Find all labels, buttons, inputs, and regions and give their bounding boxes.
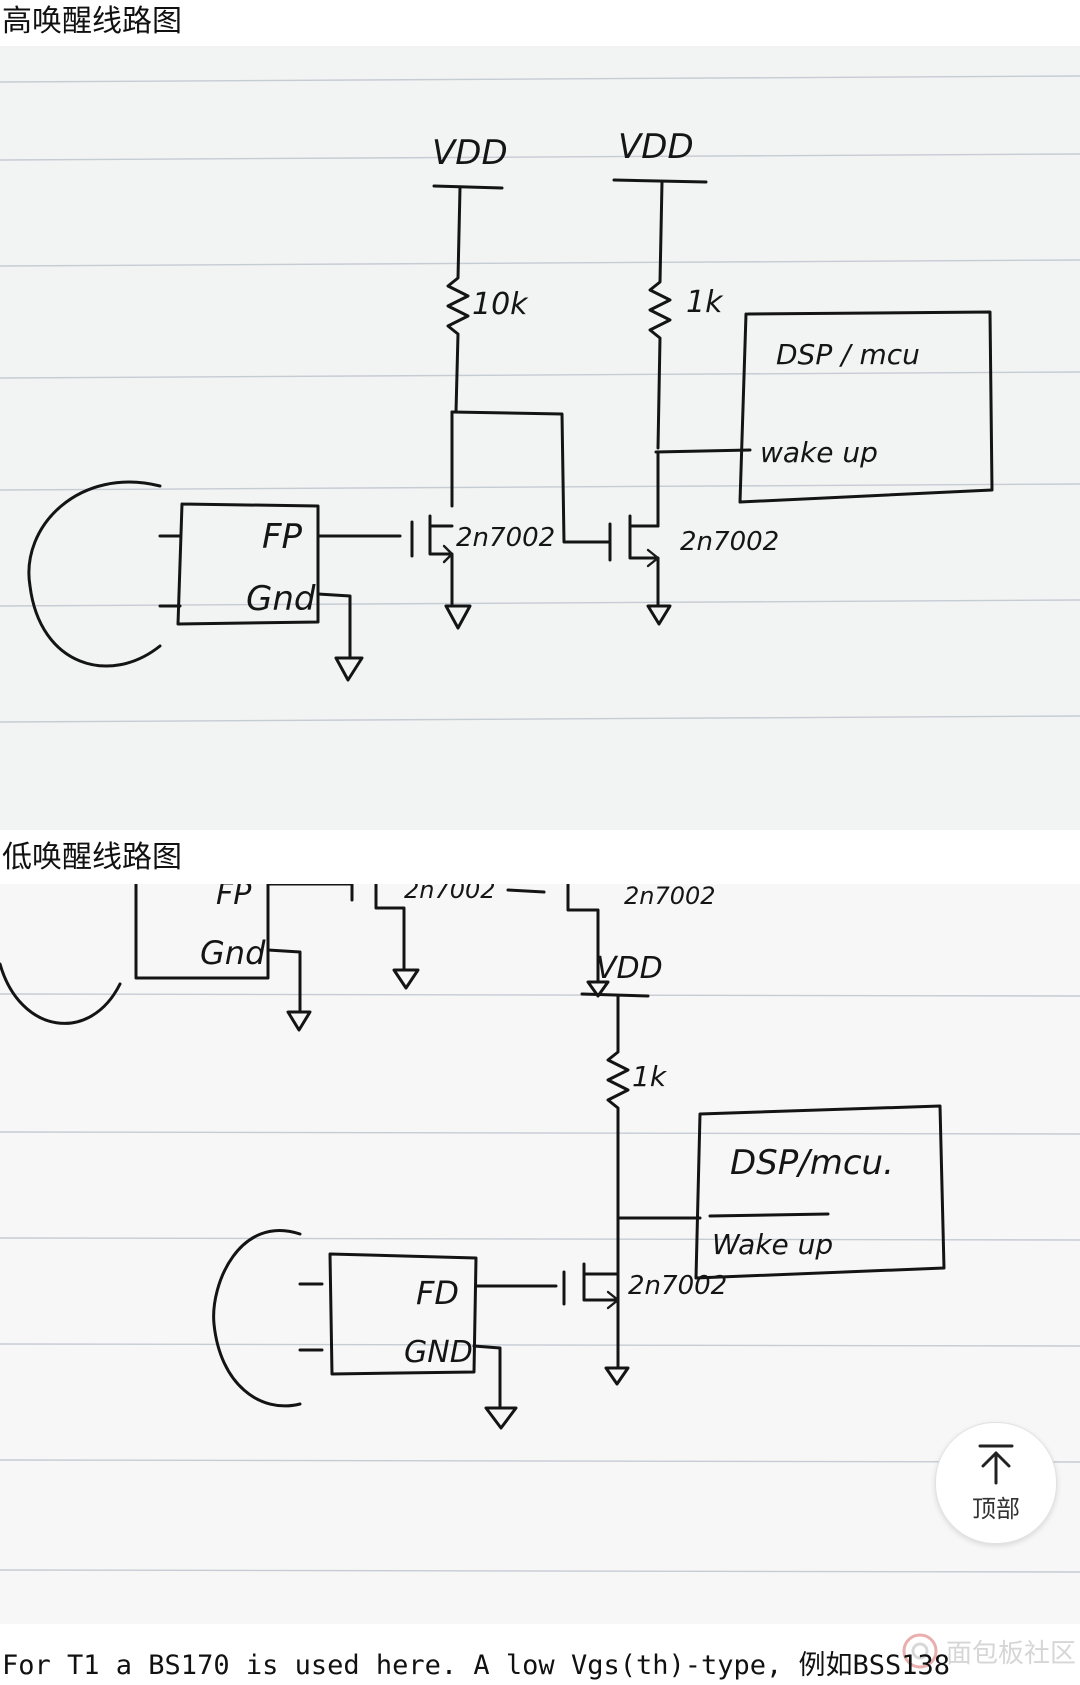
- ground-symbol-q: [604, 1366, 630, 1386]
- resistor-1k-label: 1k: [632, 1060, 668, 1093]
- vdd-rail: [580, 992, 650, 998]
- section-title-high-wakeup: 高唤醒线路图: [2, 4, 182, 39]
- dsp-mcu-block: [738, 310, 994, 504]
- gnd-label-partial: Gnd: [200, 934, 266, 972]
- gate-wire-q2: [450, 410, 612, 544]
- gnd-label: GND: [404, 1335, 473, 1370]
- wake-up-label: Wake up: [712, 1228, 833, 1261]
- notebook-rule-lines: [0, 993, 1080, 1573]
- q1-label-partial: 2n7002: [404, 884, 496, 904]
- vdd-label-2: VDD: [618, 127, 694, 167]
- fp-module-box-partial: [134, 884, 270, 980]
- high-wakeup-circuit-photo: VDD VDD 10k 1k DSP / mcu wake up FP Gnd: [0, 46, 1080, 830]
- q2-label: 2n7002: [680, 527, 779, 557]
- mosfet-q1-channel: [428, 514, 454, 608]
- fd-module-box: [328, 1252, 478, 1376]
- vdd-rail-1: [432, 184, 504, 190]
- arrow-up-to-top-icon: [978, 1444, 1014, 1484]
- notebook-rule-lines: [0, 75, 1080, 723]
- ground-symbol-partial-q2: [586, 980, 610, 998]
- resistor-1k: [606, 994, 630, 1348]
- resistor-1k: [648, 180, 672, 450]
- fd-label: FD: [416, 1274, 459, 1312]
- vdd-rail-2: [612, 178, 708, 184]
- fp-label: FP: [262, 517, 303, 557]
- resistor-10k: [446, 186, 470, 414]
- dsp-mcu-block: [694, 1104, 946, 1280]
- scroll-to-top-label: 顶部: [972, 1494, 1020, 1523]
- watermark-text: 面包板社区: [946, 1638, 1077, 1669]
- q1-label: 2n7002: [456, 523, 555, 553]
- ground-symbol-partial-module: [286, 1010, 312, 1032]
- ground-symbol-module: [484, 1406, 518, 1430]
- vdd-label: VDD: [596, 951, 663, 986]
- ground-symbol-partial-q1: [392, 968, 420, 990]
- low-wakeup-schematic: FP Gnd 2n7002 2n7002 VDD 1k DSP/mcu. Wak…: [0, 884, 1080, 1573]
- q-label: 2n7002: [628, 1271, 727, 1301]
- article-body-text: For T1 a BS170 is used here. A low Vgs(t…: [2, 1650, 951, 1681]
- ground-symbol-q1: [444, 604, 472, 630]
- wake-up-wire: [654, 448, 752, 454]
- vdd-label-1: VDD: [432, 133, 508, 173]
- watermark-logo-icon: [902, 1633, 938, 1669]
- resistor-10k-label: 10k: [472, 287, 529, 322]
- low-wakeup-circuit-photo: FP Gnd 2n7002 2n7002 VDD 1k DSP/mcu. Wak…: [0, 884, 1080, 1624]
- scroll-to-top-button[interactable]: 顶部: [935, 1422, 1057, 1544]
- fp-label-partial: FP: [216, 884, 252, 912]
- site-watermark: 面包板社区: [900, 1628, 1080, 1674]
- ground-symbol-q2: [646, 604, 672, 626]
- mosfet-channel: [582, 1262, 620, 1370]
- wake-up-label: wake up: [760, 436, 878, 469]
- ground-symbol-module: [334, 656, 364, 682]
- mosfet-q2-channel: [628, 514, 660, 608]
- section-title-low-wakeup: 低唤醒线路图: [2, 840, 182, 875]
- high-wakeup-schematic: VDD VDD 10k 1k DSP / mcu wake up FP Gnd: [0, 75, 1080, 723]
- sensor-loop: [27, 480, 162, 668]
- fp-module-box: [176, 502, 320, 626]
- gnd-label: Gnd: [246, 579, 316, 619]
- dsp-mcu-label: DSP / mcu: [776, 338, 920, 371]
- sensor-loop-partial: [0, 962, 122, 1025]
- dsp-mcu-label: DSP/mcu.: [730, 1143, 894, 1183]
- sensor-loop: [212, 1229, 302, 1408]
- resistor-1k-label: 1k: [686, 285, 724, 320]
- q2-label-partial: 2n7002: [624, 884, 716, 910]
